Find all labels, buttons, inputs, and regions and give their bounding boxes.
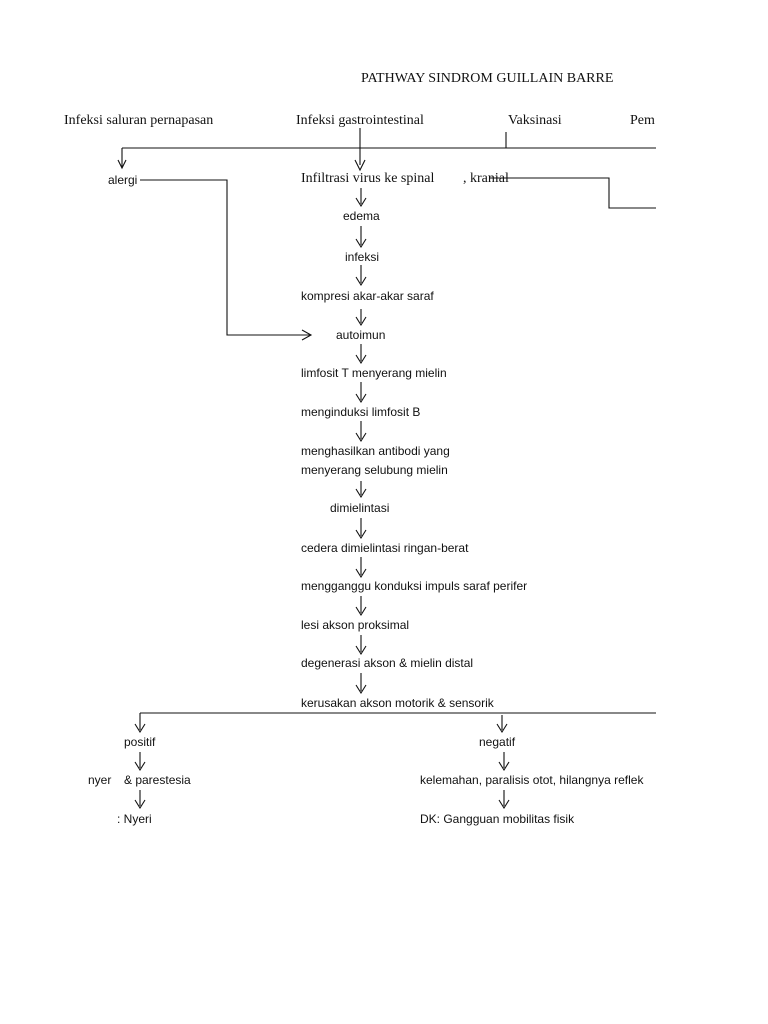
node-kelemahan: kelemahan, paralisis otot, hilangnya ref… (420, 773, 644, 787)
node-kerusakan-akson: kerusakan akson motorik & sensorik (301, 696, 494, 710)
node-edema: edema (343, 209, 380, 223)
node-konduksi: mengganggu konduksi impuls saraf perifer (301, 579, 528, 593)
cause-vaccination: Vaksinasi (508, 113, 562, 128)
kranial-connector (490, 177, 656, 209)
arrowhead-icon (496, 723, 508, 734)
arrowhead-icon (134, 723, 146, 734)
node-negatif: negatif (479, 735, 516, 749)
node-positif: positif (124, 735, 156, 749)
node-infiltrasi: Infiltrasi virus ke spinal (301, 171, 435, 186)
node-lesi-akson: lesi akson proksimal (301, 618, 410, 632)
arrowhead-icon (117, 159, 127, 170)
node-limfosit-b: menginduksi limfosit B (301, 405, 421, 419)
arrowhead-icon (498, 799, 510, 810)
node-alergi: alergi (108, 173, 138, 187)
arrowhead-icon (134, 799, 146, 810)
node-degenerasi: degenerasi akson & mielin distal (301, 656, 474, 670)
cause-respiratory: Infeksi saluran pernapasan (64, 113, 214, 128)
node-autoimun: autoimun (336, 328, 386, 342)
node-kranial: , kranial (463, 171, 509, 186)
node-dimielintasi: dimielintasi (330, 501, 390, 515)
page-title: PATHWAY SINDROM GUILLAIN BARRE (361, 71, 614, 86)
cause-gastrointestinal: Infeksi gastrointestinal (296, 113, 424, 128)
arrowhead-icon (134, 761, 146, 772)
chain-arrows (355, 188, 367, 695)
arrowhead-icon (354, 159, 366, 172)
cause-truncated: Pem (630, 113, 655, 128)
alergi-connector (140, 179, 310, 336)
node-infeksi: infeksi (345, 250, 380, 264)
node-limfosit-t: limfosit T menyerang mielin (301, 366, 447, 380)
arrowhead-icon (301, 329, 313, 341)
arrowhead-icon (498, 761, 510, 772)
node-antibodi-line2: menyerang selubung mielin (301, 463, 448, 477)
node-antibodi-line1: menghasilkan antibodi yang (301, 444, 450, 458)
node-nyer: nyer (88, 773, 112, 787)
node-dx-mobilitas: DK: Gangguan mobilitas fisik (420, 812, 575, 826)
node-kompresi: kompresi akar-akar saraf (301, 289, 434, 303)
node-dx-nyeri: : Nyeri (117, 812, 152, 826)
node-parestesia: & parestesia (124, 773, 191, 787)
node-cedera: cedera dimielintasi ringan-berat (301, 541, 469, 555)
